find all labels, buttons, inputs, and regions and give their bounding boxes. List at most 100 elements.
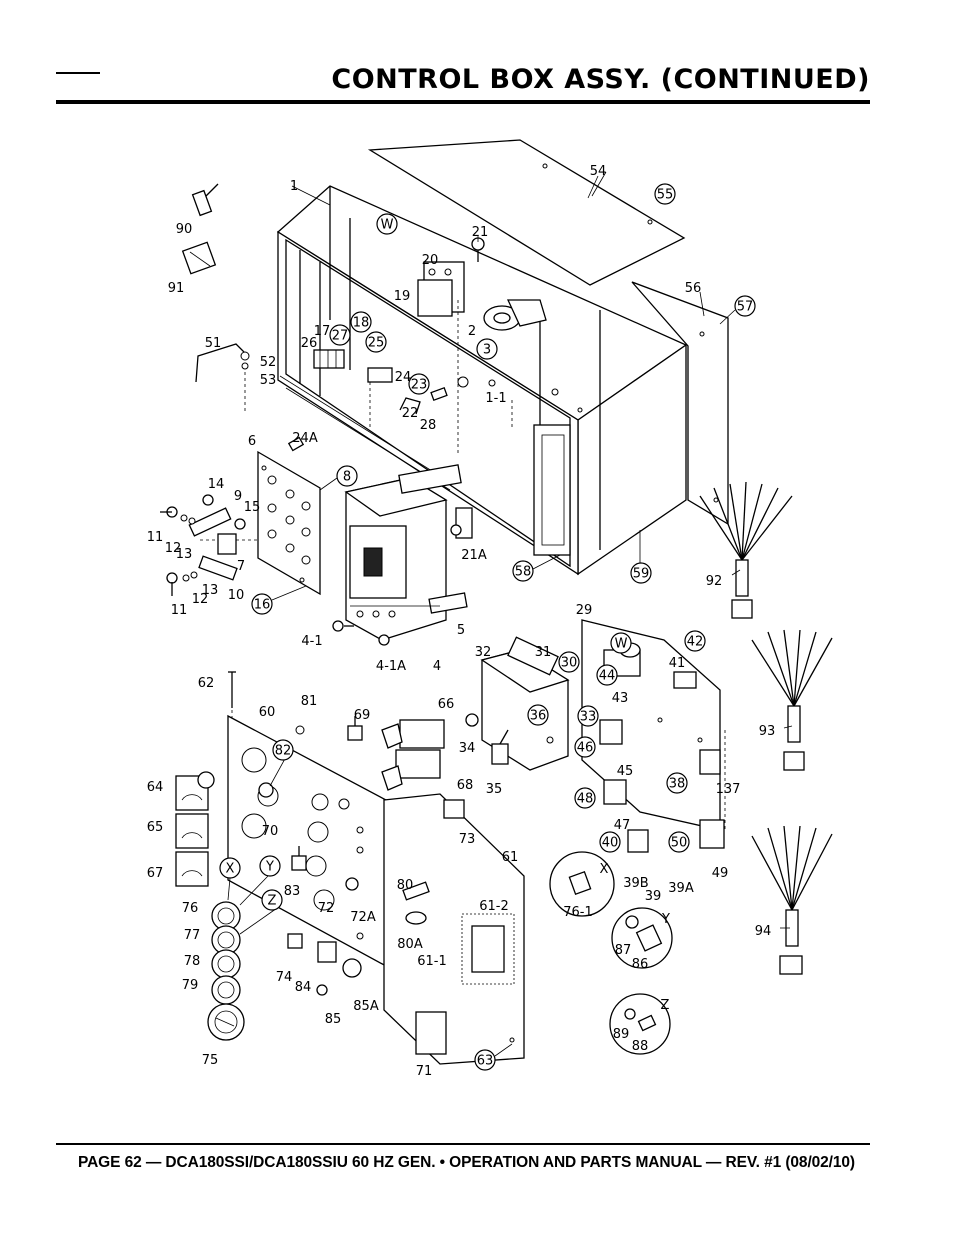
part-label: 49 xyxy=(712,866,729,881)
part-label: 73 xyxy=(459,832,476,847)
callout-circle: 40 xyxy=(599,831,621,853)
part-label: X xyxy=(600,862,609,877)
callout-label: 82 xyxy=(275,744,292,759)
callout-label: W xyxy=(381,218,394,233)
page-footer: PAGE 62 — DCA180SSI/DCA180SSIU 60 HZ GEN… xyxy=(78,1154,855,1171)
part-label: 66 xyxy=(438,697,455,712)
part-label: 35 xyxy=(486,782,503,797)
callout-circle: 57 xyxy=(734,295,756,317)
part-label: 7 xyxy=(237,559,245,574)
header-rule xyxy=(56,100,870,104)
callout-circle: W xyxy=(376,213,398,235)
page-title: CONTROL BOX ASSY. (CONTINUED) xyxy=(331,64,870,95)
part-label: 62 xyxy=(198,676,215,691)
part-label: 1-1 xyxy=(485,391,506,406)
callout-label: 44 xyxy=(599,669,616,684)
part-label: 84 xyxy=(295,980,312,995)
part-label: 54 xyxy=(590,164,607,179)
callout-circle: 27 xyxy=(329,324,351,346)
part-label: 32 xyxy=(475,645,492,660)
callout-label: 18 xyxy=(353,316,370,331)
callout-ring xyxy=(666,772,688,794)
wire-harness-92 xyxy=(699,481,793,619)
part-label: 4-1A xyxy=(376,659,406,674)
part-label: 53 xyxy=(260,373,277,388)
part-label: 90 xyxy=(176,222,193,237)
callout-ring xyxy=(654,183,676,205)
callout-ring xyxy=(336,465,358,487)
callout-ring xyxy=(219,857,241,879)
part-label: 61 xyxy=(502,850,519,865)
wire-harness-93 xyxy=(751,629,833,771)
callout-ring xyxy=(630,562,652,584)
part-label: 41 xyxy=(669,656,686,671)
detail-circle-z xyxy=(609,993,671,1055)
callout-label: 59 xyxy=(633,567,650,582)
rear-panel xyxy=(631,281,729,526)
callout-label: 38 xyxy=(669,777,686,792)
callout-ring xyxy=(512,560,534,582)
callout-circle: 59 xyxy=(630,562,652,584)
callout-circle: 58 xyxy=(512,560,534,582)
part-label: 14 xyxy=(208,477,225,492)
callout-ring xyxy=(474,1049,496,1071)
part-label: 43 xyxy=(612,691,629,706)
relay-assembly xyxy=(417,237,485,317)
part-label: 79 xyxy=(182,978,199,993)
part-label: 83 xyxy=(284,884,301,899)
part-label: 81 xyxy=(301,694,318,709)
callout-circle: Y xyxy=(259,855,281,877)
callout-circle: 38 xyxy=(666,772,688,794)
part-label: 72 xyxy=(318,901,335,916)
callout-ring xyxy=(684,630,706,652)
bus-bar-hardware xyxy=(160,494,246,596)
gauge-panel xyxy=(227,714,387,968)
part-label: 51 xyxy=(205,336,222,351)
callout-circle: Z xyxy=(261,889,283,911)
part-label: 56 xyxy=(685,281,702,296)
callout-ring xyxy=(259,855,281,877)
part-label: 19 xyxy=(394,289,411,304)
part-label: 87 xyxy=(615,943,632,958)
terminal-blocks xyxy=(195,343,448,452)
part-label: 20 xyxy=(422,253,439,268)
callout-label: 3 xyxy=(483,343,491,358)
callout-label: 36 xyxy=(530,709,547,724)
part-label: 67 xyxy=(147,866,164,881)
part-label: 80A xyxy=(397,937,423,952)
callout-circle: 42 xyxy=(684,630,706,652)
callout-label: W xyxy=(615,637,628,652)
callout-label: 46 xyxy=(577,741,594,756)
engine-gauges xyxy=(207,901,245,1041)
part-label: 6 xyxy=(248,434,256,449)
part-label: 61-1 xyxy=(417,954,447,969)
part-label: 85A xyxy=(353,999,379,1014)
part-label: Z xyxy=(661,998,670,1013)
callout-ring xyxy=(596,664,618,686)
part-label: 11 xyxy=(171,603,188,618)
callout-circle: 33 xyxy=(577,705,599,727)
header-short-rule xyxy=(56,72,100,74)
callout-circle: 3 xyxy=(476,338,498,360)
part-label: 31 xyxy=(535,645,552,660)
callout-ring xyxy=(261,889,283,911)
callout-ring xyxy=(408,373,430,395)
connector-plug xyxy=(181,183,219,275)
part-label: 5 xyxy=(457,623,465,638)
callout-ring xyxy=(668,831,690,853)
callout-circle: X xyxy=(219,857,241,879)
part-label: 39 xyxy=(645,889,662,904)
callout-circle: 46 xyxy=(574,736,596,758)
part-label: 78 xyxy=(184,954,201,969)
part-label: 12 xyxy=(165,541,182,556)
callout-ring xyxy=(574,787,596,809)
part-label: 2 xyxy=(468,324,476,339)
footer-rule xyxy=(56,1143,870,1145)
part-label: 52 xyxy=(260,355,277,370)
part-label: 12 xyxy=(192,592,209,607)
callout-ring xyxy=(350,311,372,333)
transformer-assembly xyxy=(465,636,570,771)
part-label: 86 xyxy=(632,957,649,972)
